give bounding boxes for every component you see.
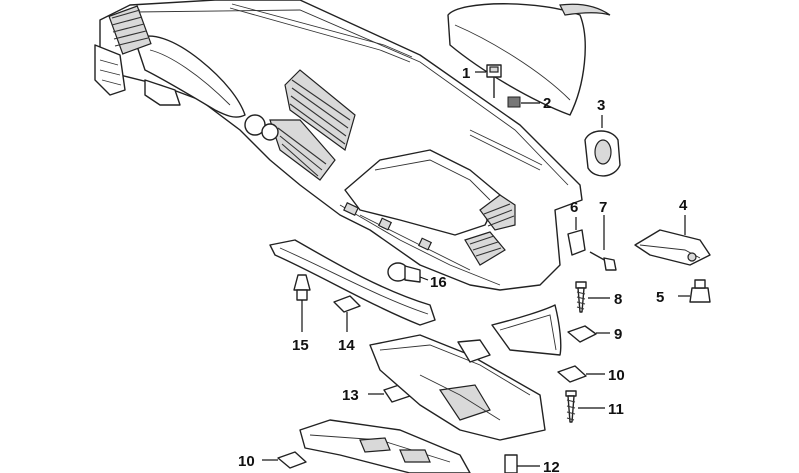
part-9-clip <box>567 325 610 343</box>
lower-bracket <box>299 419 471 473</box>
part-11-screw <box>565 390 605 423</box>
part-10-clip-left <box>262 451 307 469</box>
trim-strip <box>269 239 436 326</box>
callout-14: 14 <box>338 337 355 354</box>
callout-13: 13 <box>342 387 359 404</box>
callout-2: 2 <box>543 95 551 112</box>
callout-16: 16 <box>430 274 447 291</box>
callout-10-left: 10 <box>238 453 255 470</box>
part-10-clip-right <box>557 365 605 383</box>
part-1-clip <box>475 64 502 98</box>
part-5-pin <box>678 279 711 303</box>
part-2-nut <box>507 96 540 108</box>
part-16-bumper <box>387 262 429 283</box>
part-15-stud <box>293 274 311 332</box>
part-12-bolt <box>504 454 540 473</box>
part-3-grommet <box>584 115 621 177</box>
callout-8: 8 <box>614 291 622 308</box>
callout-12: 12 <box>543 459 560 473</box>
callout-3: 3 <box>597 97 605 114</box>
callout-5: 5 <box>656 289 664 306</box>
callout-1: 1 <box>462 65 470 82</box>
part-6-clip <box>567 217 586 256</box>
knee-panel <box>369 334 546 441</box>
dashboard-panel <box>94 0 583 291</box>
callout-6: 6 <box>570 199 578 216</box>
callout-7: 7 <box>599 199 607 216</box>
part-14-nut <box>333 295 361 332</box>
callout-11: 11 <box>608 401 624 418</box>
callout-10-right: 10 <box>608 367 625 384</box>
callout-9: 9 <box>614 326 622 343</box>
part-8-screw <box>575 281 610 313</box>
part-7-bolt <box>589 215 617 271</box>
side-trim <box>491 304 562 356</box>
part-4-bracket <box>634 215 711 266</box>
callout-15: 15 <box>292 337 309 354</box>
callout-4: 4 <box>679 197 688 214</box>
